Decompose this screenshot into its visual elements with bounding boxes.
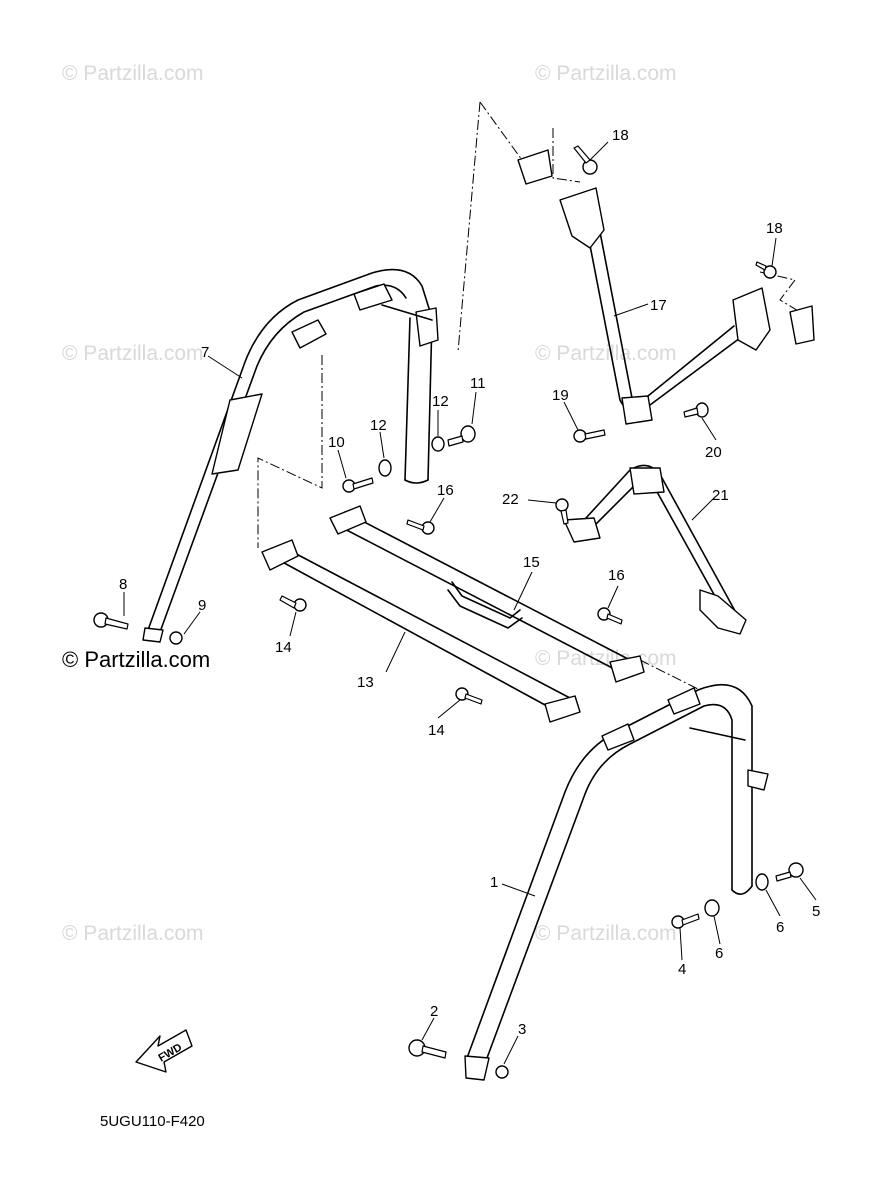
- callout-15: 15: [523, 554, 540, 571]
- nut-3: [495, 1065, 509, 1079]
- leader-lines: [123, 141, 817, 1065]
- callouts: 1 2 3 4 5 6 6 7 8 9 10 11 12 12 13 14 14…: [119, 127, 820, 1038]
- watermark: © Partzilla.com: [535, 922, 677, 945]
- callout-8: 8: [119, 576, 127, 593]
- washer-6b: [755, 873, 769, 891]
- watermark-bold: © Partzilla.com: [62, 647, 210, 672]
- fwd-arrow-icon: FWD: [135, 1029, 193, 1073]
- callout-19: 19: [552, 387, 569, 404]
- watermark: © Partzilla.com: [535, 62, 677, 85]
- callout-18: 18: [612, 127, 629, 144]
- callout-14: 14: [275, 639, 292, 656]
- bolt-4: [671, 913, 700, 929]
- callout-18: 18: [766, 220, 783, 237]
- callout-6: 6: [715, 945, 723, 962]
- bolt-2: [408, 1039, 447, 1059]
- callout-6: 6: [776, 919, 784, 936]
- bolt-19: [573, 429, 606, 443]
- callout-7: 7: [201, 344, 209, 361]
- bolt-18b: [755, 261, 777, 279]
- callout-16: 16: [437, 482, 454, 499]
- collar-12a: [378, 459, 392, 477]
- callout-17: 17: [650, 297, 667, 314]
- callout-14: 14: [428, 722, 445, 739]
- watermark: © Partzilla.com: [62, 922, 204, 945]
- bolt-8: [93, 612, 129, 630]
- callout-10: 10: [328, 434, 345, 451]
- watermark: © Partzilla.com: [62, 62, 204, 85]
- watermark: © Partzilla.com: [535, 342, 677, 365]
- bolt-14b: [455, 687, 483, 705]
- bolt-20: [683, 402, 709, 418]
- bolt-11: [447, 425, 476, 447]
- watermark: © Partzilla.com: [535, 647, 677, 670]
- washer-6a: [704, 899, 720, 917]
- callout-20: 20: [705, 444, 722, 461]
- bolt-10: [342, 477, 374, 493]
- part-13-cross-member: [261, 539, 581, 723]
- callout-21: 21: [712, 487, 729, 504]
- bolt-14a: [279, 595, 307, 612]
- callout-5: 5: [812, 903, 820, 920]
- part-17-upper-support: [517, 149, 815, 425]
- part-21-lower-support: [563, 464, 747, 635]
- bolt-18a: [573, 145, 598, 175]
- callout-22: 22: [502, 491, 519, 508]
- bolt-16a: [406, 519, 435, 535]
- bolt-22: [555, 498, 569, 525]
- watermarks: © Partzilla.com © Partzilla.com © Partzi…: [62, 62, 677, 945]
- part-1-front-roll-bar: [464, 683, 769, 1081]
- callout-1: 1: [490, 874, 498, 891]
- part-7-rear-roll-bar: [142, 268, 439, 643]
- part-15-cross-member: [329, 505, 645, 683]
- callout-11: 11: [470, 375, 486, 392]
- callout-9: 9: [198, 597, 206, 614]
- watermark: © Partzilla.com: [62, 342, 204, 365]
- diagram-code: 5UGU110-F420: [100, 1113, 205, 1130]
- callout-16: 16: [608, 567, 625, 584]
- fasteners: [93, 145, 804, 1079]
- callout-3: 3: [518, 1021, 526, 1038]
- bolt-5: [775, 862, 804, 882]
- callout-2: 2: [430, 1003, 438, 1020]
- collar-12b: [431, 436, 445, 452]
- callout-12: 12: [432, 393, 449, 410]
- bolt-16b: [597, 607, 623, 625]
- callout-12: 12: [370, 417, 387, 434]
- alignment-lines: [257, 101, 801, 691]
- callout-4: 4: [678, 961, 686, 978]
- callout-13: 13: [357, 674, 374, 691]
- washer-9: [169, 631, 183, 645]
